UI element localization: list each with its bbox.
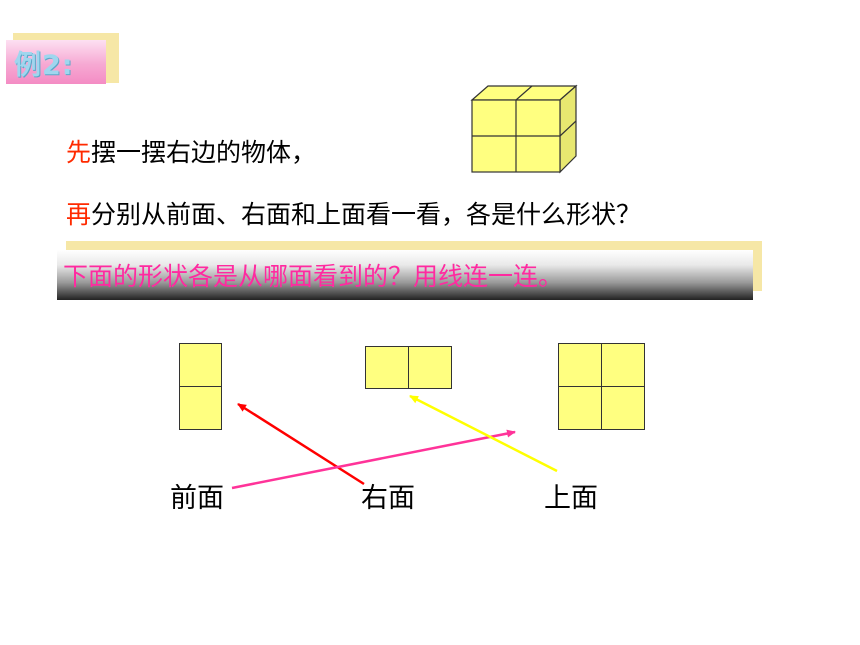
arrow-top-to-horizontal	[409, 394, 558, 473]
cube-object	[470, 84, 578, 174]
label-front: 前面	[170, 483, 224, 514]
instruction-line-2: 再分别从前面、右面和上面看一看，各是什么形状？	[66, 200, 641, 230]
question-banner: 下面的形状各是从哪面看到的？用线连一连。	[57, 250, 753, 300]
arrow-right-to-vertical	[237, 402, 365, 486]
shape-cell	[601, 386, 645, 430]
instruction-line-1: 先摆一摆右边的物体，	[66, 138, 316, 168]
shape-square-four	[558, 343, 645, 430]
shape-cell	[408, 346, 452, 389]
instruction-line-2-lead: 再	[66, 200, 92, 229]
shape-cell	[179, 343, 222, 387]
instruction-line-2-text: 分别从前面、右面和上面看一看，各是什么形状？	[91, 200, 642, 229]
instruction-line-1-text: 摆一摆右边的物体，	[91, 138, 317, 167]
example-badge-label: 例2:	[14, 49, 74, 81]
shape-vertical-two	[179, 343, 222, 430]
arrow-front-to-square	[231, 429, 516, 490]
label-right: 右面	[361, 483, 415, 514]
shape-cell	[601, 343, 645, 387]
label-top: 上面	[544, 483, 598, 514]
shape-cell	[179, 386, 222, 430]
question-banner-text: 下面的形状各是从哪面看到的？用线连一连。	[63, 262, 564, 291]
example-badge: 例2:	[6, 40, 106, 84]
shape-cell	[365, 346, 409, 389]
instruction-line-1-lead: 先	[66, 138, 92, 167]
shape-horizontal-two	[365, 346, 452, 389]
